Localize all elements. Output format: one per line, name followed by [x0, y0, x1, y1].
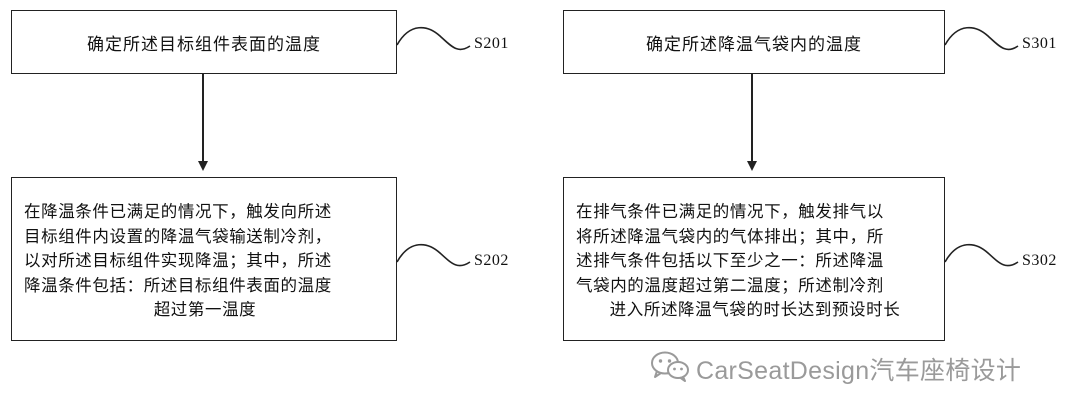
leader-line-s201	[396, 26, 471, 51]
step-s302-box: 在排气条件已满足的情况下，触发排气以 将所述降温气袋内的气体排出；其中，所 述排…	[563, 177, 945, 341]
step-s302-line-3: 述排气条件包括以下至少之一：所述降温	[576, 251, 884, 270]
step-s302-line-4: 气袋内的温度超过第二温度；所述制冷剂	[576, 275, 884, 295]
step-s202-line-4: 降温条件包括：所述目标组件表面的温度	[24, 275, 332, 295]
step-s201-text: 确定所述目标组件表面的温度	[87, 34, 321, 55]
step-s202-box: 在降温条件已满足的情况下，触发向所述 目标组件内设置的降温气袋输送制冷剂， 以对…	[11, 177, 397, 341]
step-s301-text: 确定所述降温气袋内的温度	[646, 34, 862, 55]
leader-line-s301	[944, 26, 1019, 51]
step-s201-label: S201	[474, 35, 509, 52]
step-s302-line-2: 将所述降温气袋内的气体排出；其中，所	[576, 226, 884, 246]
step-s201-box: 确定所述目标组件表面的温度	[11, 10, 397, 74]
wechat-icon	[650, 350, 690, 389]
step-s302-line-5: 进入所述降温气袋的时长达到预设时长	[609, 300, 901, 319]
step-s301-box: 确定所述降温气袋内的温度	[563, 10, 945, 74]
step-s302-line-1: 在排气条件已满足的情况下，触发排气以	[576, 202, 884, 221]
step-s202-line-1: 在降温条件已满足的情况下，触发向所述	[24, 202, 332, 221]
step-s202-line-5: 超过第一温度	[153, 300, 257, 319]
watermark: CarSeatDesign汽车座椅设计	[650, 350, 1022, 389]
leader-line-s202	[396, 243, 471, 267]
step-s301-label: S301	[1022, 35, 1057, 52]
step-s202-line-2: 目标组件内设置的降温气袋输送制冷剂，	[24, 226, 332, 246]
step-s202-label: S202	[474, 252, 509, 269]
step-s302-label: S302	[1022, 252, 1057, 269]
watermark-text: CarSeatDesign汽车座椅设计	[696, 357, 1022, 385]
step-s202-line-3: 以对所述目标组件实现降温；其中，所述	[24, 251, 332, 270]
leader-line-s302	[944, 243, 1019, 267]
